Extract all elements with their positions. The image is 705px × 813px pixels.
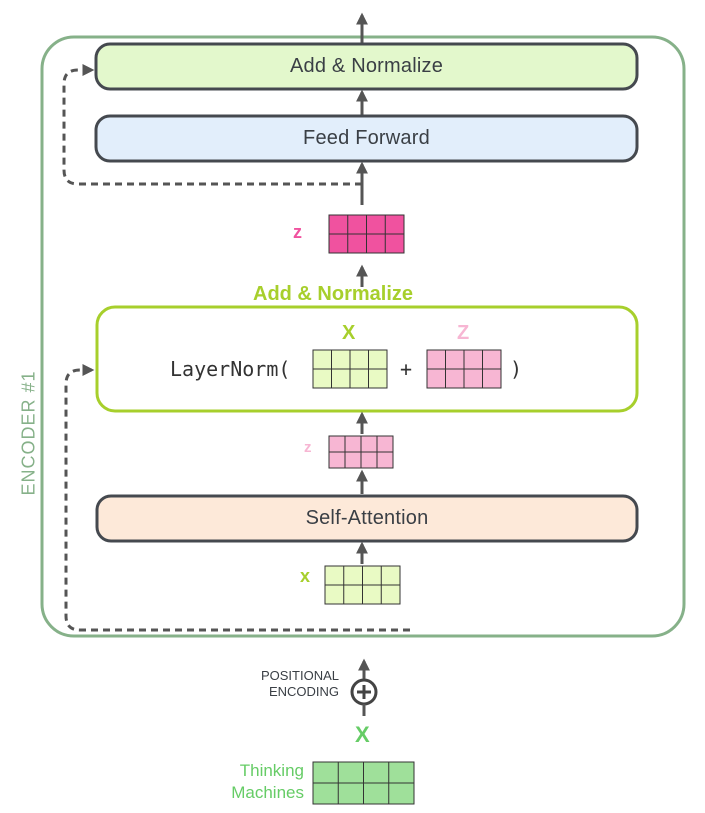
top-add-normalize-label: Add & Normalize <box>289 55 444 77</box>
detail-x-matrix <box>312 349 388 389</box>
self-attention-box <box>95 494 639 543</box>
feed-forward-label: Feed Forward <box>303 127 430 149</box>
detail-z-label: Z <box>457 322 470 344</box>
plus-circle-icon <box>350 678 378 706</box>
formula-close-paren: ) <box>510 357 523 381</box>
z-light-matrix <box>328 435 394 469</box>
formula-plus: + <box>400 357 413 381</box>
input-word-thinking: Thinking <box>239 761 304 780</box>
z-light-label: z <box>304 439 312 456</box>
self-attention-label: Self-Attention <box>305 507 429 529</box>
layernorm-formula-prefix: LayerNorm( <box>170 357 291 381</box>
encoder-label: ENCODER #1 <box>18 370 39 496</box>
top-add-normalize-box <box>94 42 639 91</box>
positional-encoding-line1: POSITIONAL <box>260 668 339 683</box>
lower-residual-dashed-line <box>64 364 410 632</box>
detail-x-label: X <box>342 322 356 344</box>
x-matrix <box>324 565 401 605</box>
top-residual-dashed-line <box>62 64 362 186</box>
input-x-label: X <box>355 722 370 747</box>
input-word-machines: Machines <box>231 783 304 802</box>
x-low-label: x <box>300 566 311 586</box>
z-dark-matrix <box>328 214 405 254</box>
input-embedding-matrix <box>312 761 415 805</box>
positional-encoding-line2: ENCODING <box>268 684 339 699</box>
z-dark-label: z <box>293 222 302 242</box>
detail-z-matrix <box>426 349 502 389</box>
feed-forward-box <box>94 114 639 163</box>
add-normalize-detail-title: Add & Normalize <box>253 283 414 305</box>
